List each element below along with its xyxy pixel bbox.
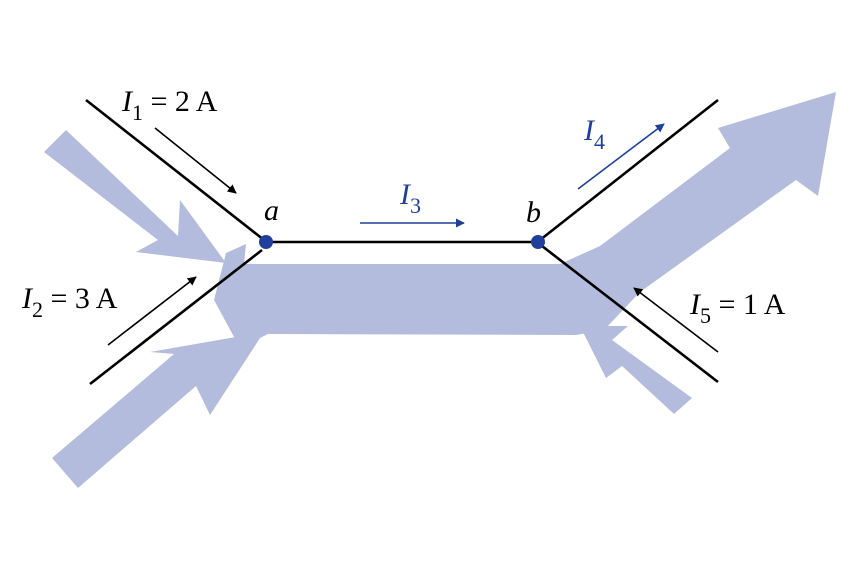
wire-right-upper	[539, 98, 719, 242]
arrow-i1	[154, 127, 237, 194]
flow-band-i5	[580, 326, 692, 414]
junction-node-b	[531, 235, 545, 249]
arrow-i4	[577, 123, 665, 190]
node-label-a: a	[264, 194, 279, 227]
current-arrows	[107, 123, 719, 353]
current-label-i5: I5 = 1 A	[689, 288, 786, 328]
current-label-i4: I4	[583, 114, 605, 154]
current-flow-bands	[44, 92, 836, 488]
flow-band-main	[214, 92, 836, 348]
wires	[85, 98, 719, 386]
wire-right-lower	[541, 244, 719, 384]
wire-left-upper	[85, 98, 265, 242]
current-label-i2: I2 = 3 A	[21, 282, 118, 322]
wire-left-lower	[89, 248, 263, 386]
current-label-i1: I1 = 2 A	[121, 85, 218, 125]
flow-band-i2	[52, 332, 264, 488]
current-label-i3: I3	[399, 178, 421, 218]
node-label-b: b	[526, 196, 541, 229]
flow-band-i1	[44, 130, 226, 263]
arrow-i2	[107, 276, 197, 346]
arrow-i5	[633, 287, 719, 353]
junction-node-a	[259, 235, 273, 249]
